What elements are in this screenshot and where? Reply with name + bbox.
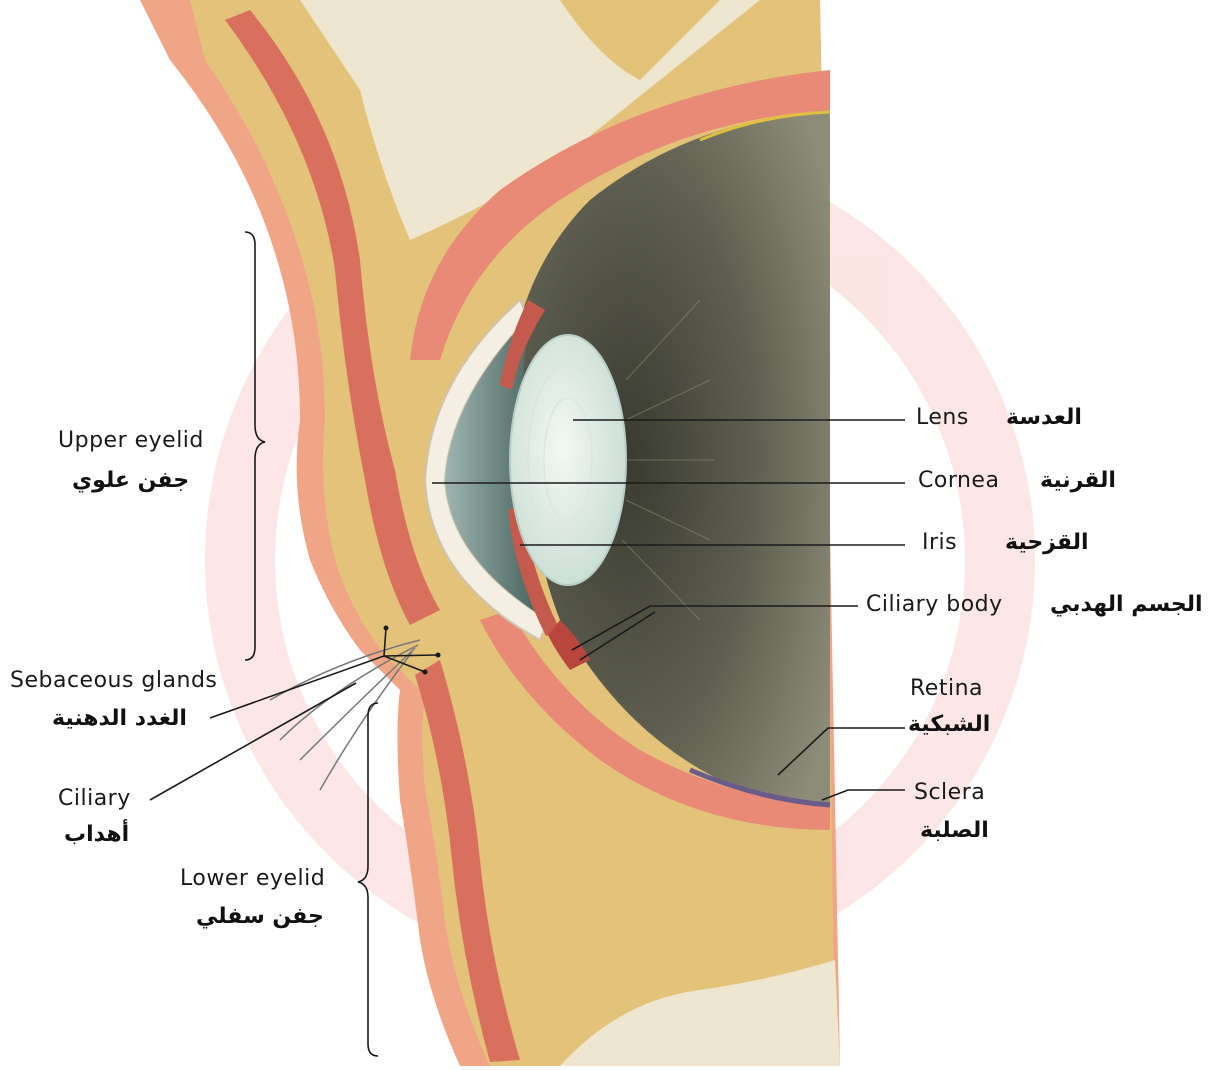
label-lower-eyelid-ar: جفن سفلي bbox=[196, 904, 324, 929]
label-ciliary-ar: أهداب bbox=[64, 822, 129, 847]
label-retina-ar: الشبكية bbox=[908, 712, 990, 737]
label-iris-ar: القزحية bbox=[1005, 530, 1089, 555]
label-ciliary-body-en: Ciliary body bbox=[866, 592, 1003, 617]
label-upper-eyelid-en: Upper eyelid bbox=[58, 428, 204, 453]
label-retina-en: Retina bbox=[910, 676, 983, 701]
label-ciliary-body-ar: الجسم الهدبي bbox=[1050, 592, 1203, 617]
label-upper-eyelid-ar: جفن علوي bbox=[72, 468, 189, 493]
label-sclera-ar: الصلبة bbox=[920, 818, 989, 843]
label-sebaceous-glands-en: Sebaceous glands bbox=[10, 668, 217, 693]
label-ciliary-en: Ciliary bbox=[58, 786, 131, 811]
label-lens-ar: العدسة bbox=[1006, 405, 1082, 430]
label-sebaceous-glands-ar: الغدد الدهنية bbox=[52, 706, 187, 731]
label-iris-en: Iris bbox=[922, 530, 957, 555]
label-cornea-ar: القرنية bbox=[1040, 468, 1116, 493]
label-lower-eyelid-en: Lower eyelid bbox=[180, 866, 325, 891]
label-cornea-en: Cornea bbox=[918, 468, 999, 493]
label-sclera-en: Sclera bbox=[914, 780, 985, 805]
label-lens-en: Lens bbox=[916, 405, 969, 430]
